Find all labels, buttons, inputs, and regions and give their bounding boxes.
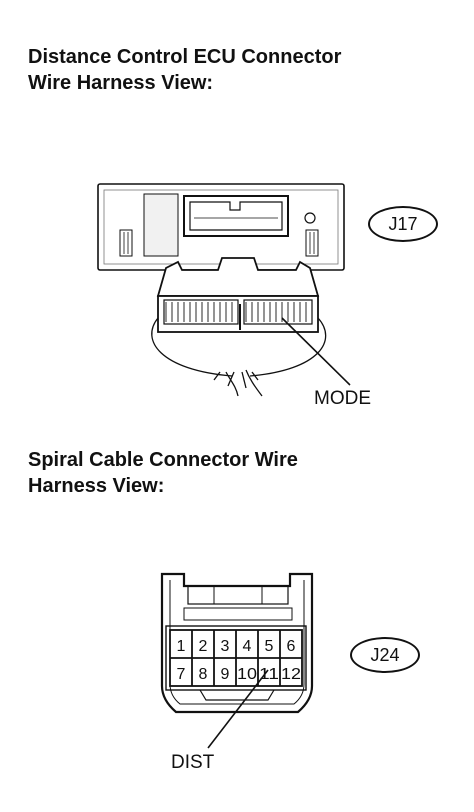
pin-1: 1 [177,638,186,655]
mode-leader-line [281,317,351,386]
spiral-pin-dividers [191,630,281,686]
spiral-connector-code-callout: J24 [350,637,420,673]
pin-5: 5 [265,638,274,655]
pin-3: 3 [221,638,230,655]
spiral-heading-line-2: Harness View: [28,475,165,497]
dist-pin-label: DIST [171,752,215,773]
pin-9: 9 [221,666,230,683]
pin-10: 10 [237,666,257,683]
ecu-heading-line-1: Distance Control ECU Connector [28,46,342,68]
pin-7: 7 [177,666,186,683]
pin-2: 2 [199,638,208,655]
ecu-connector-heading: Distance Control ECU Connector Wire Harn… [28,44,458,96]
pin-12: 12 [281,666,301,683]
ecu-heading-line-2: Wire Harness View: [28,72,214,94]
ecu-harness-plug [156,257,320,333]
spiral-connector-heading: Spiral Cable Connector Wire Harness View… [28,447,458,499]
ecu-connector-code-callout: J17 [368,206,438,242]
spiral-pin-labels: 1 2 3 4 5 6 7 8 9 10 11 12 [177,638,302,683]
dist-leader-line [207,669,269,749]
spiral-connector-body [160,572,314,714]
ecu-pin-slots [165,302,307,322]
pin-8: 8 [199,666,208,683]
spiral-heading-line-1: Spiral Cable Connector Wire [28,449,298,471]
ecu-connector-body [97,183,345,271]
pin-11: 11 [259,666,279,683]
mode-pin-label: MODE [314,388,371,409]
pin-4: 4 [243,638,252,655]
pin-6: 6 [287,638,296,655]
